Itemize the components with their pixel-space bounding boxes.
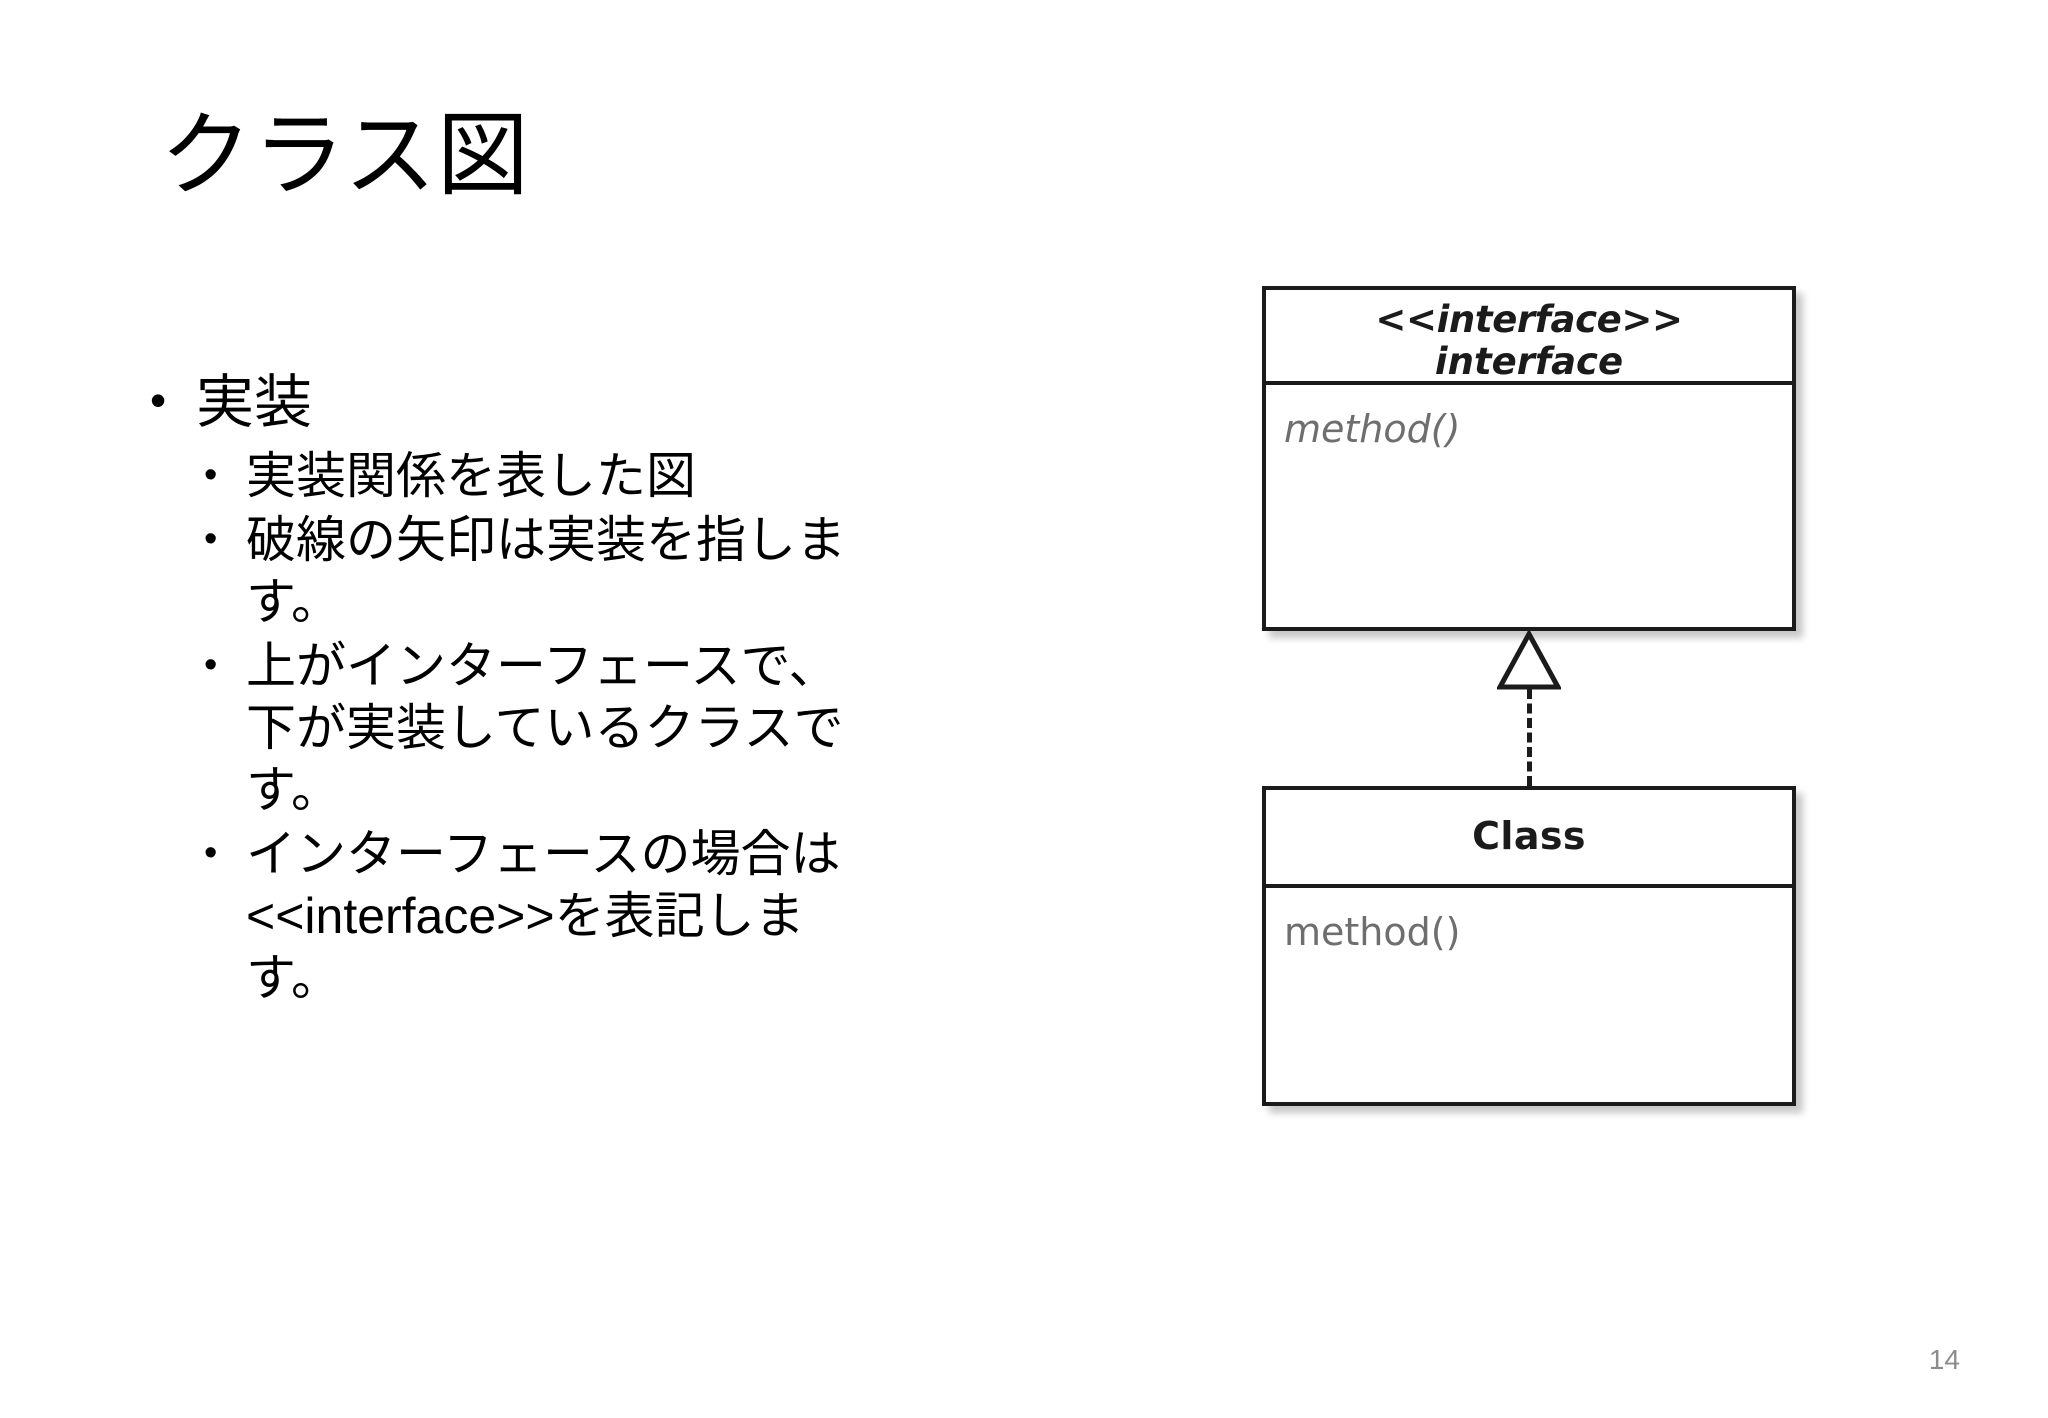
bullet-level1: • 実装 [150,368,970,439]
uml-member-item: method() [1284,407,1461,451]
uml-stereotype-label: <<interface>> [1375,298,1683,341]
uml-interface-members: method() [1266,385,1792,451]
bullet-level2-label: 実装関係を表した図 [246,447,696,504]
uml-class-diagram: <<interface>> interface method() Class m… [1262,286,1882,1146]
uml-interface-header: <<interface>> interface [1266,290,1792,385]
uml-interface-name: interface [1434,340,1624,384]
content-body: • 実装 • 実装関係を表した図 • 破線の矢印は実装を指します。 • 上がイン… [150,368,970,1011]
bullet-sublist: • 実装関係を表した図 • 破線の矢印は実装を指します。 • 上がインターフェー… [204,445,970,1009]
bullet-marker-icon: • [204,831,218,874]
uml-class-members: method() [1266,888,1792,954]
bullet-marker-icon: • [204,517,218,560]
bullet-level2-label: インターフェースの場合は<<interface>>を表記します。 [246,825,841,1006]
bullet-level2-label: 破線の矢印は実装を指します。 [246,511,846,630]
list-item: • 破線の矢印は実装を指します。 [204,509,970,633]
bullet-marker-icon: • [150,374,167,426]
bullet-marker-icon: • [204,643,218,686]
uml-class-name: Class [1472,814,1586,858]
hollow-triangle-arrow-icon [1497,631,1561,690]
list-item: • インターフェースの場合は<<interface>>を表記します。 [204,823,970,1009]
page-title: クラス図 [160,105,530,207]
uml-realization-connector [1497,631,1561,786]
list-item: • 上がインターフェースで、下が実装しているクラスです。 [204,635,970,821]
dashed-line [1527,689,1532,786]
page-number: 14 [1928,1344,1960,1375]
bullet-level1-label: 実装 [196,370,313,435]
uml-node-interface: <<interface>> interface method() [1262,286,1796,631]
uml-class-header: Class [1266,790,1792,888]
uml-member-item: method() [1284,910,1461,954]
list-item: • 実装関係を表した図 [204,445,970,507]
uml-node-class: Class method() [1262,786,1796,1106]
bullet-marker-icon: • [204,453,218,496]
bullet-level2-label: 上がインターフェースで、下が実装しているクラスです。 [246,637,844,818]
